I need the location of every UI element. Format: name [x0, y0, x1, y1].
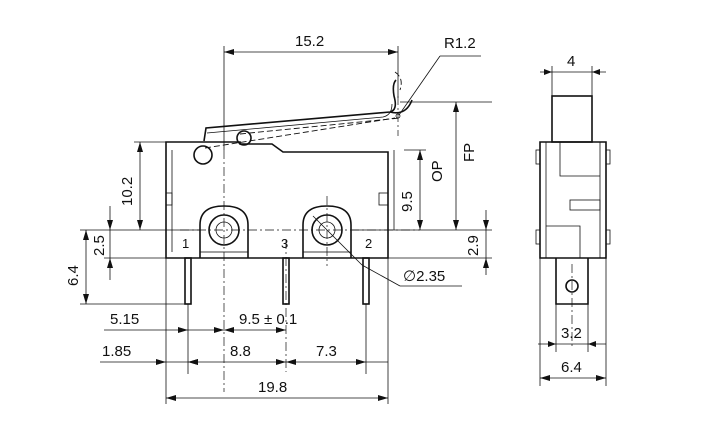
dim-top-width-label: 15.2 [295, 33, 324, 50]
dim-top-width: 15.2 [223, 33, 399, 150]
dim-radius: R1.2 [398, 35, 481, 116]
dim-29-label: 2.9 [465, 235, 482, 256]
body-tab-right [378, 192, 389, 206]
dim-64-label: 6.4 [65, 265, 82, 286]
dim-op-label: OP [429, 160, 446, 182]
dim-terminal-width-label: 3.2 [561, 325, 582, 342]
dim-88-label: 8.8 [230, 343, 251, 360]
pin-label-3: 3 [281, 236, 288, 251]
terminal-pin-1 [184, 257, 192, 305]
dim-op-fp: OP FP 2.9 9.5 [352, 101, 492, 275]
plunger-button [236, 130, 252, 146]
dim-overall-width-label: 19.8 [258, 379, 287, 396]
dim-plunger-width-label: 4 [567, 53, 575, 70]
dim-515-label: 5.15 [110, 311, 139, 328]
terminal-pin-2 [362, 257, 370, 305]
dim-hole-diameter: ∅2.35 [361, 264, 462, 287]
dim-95-label: 9.5 [399, 191, 416, 212]
body-tab-left [165, 192, 173, 206]
side-slot [569, 199, 601, 211]
lever-roller-curve [389, 99, 413, 114]
dim-left-heights: 10.2 2.5 6.4 [65, 141, 200, 305]
dim-fp-label: FP [461, 143, 478, 162]
dim-102-label: 10.2 [119, 177, 136, 206]
dim-radius-label: R1.2 [444, 35, 476, 52]
lever-operated-position [204, 117, 396, 149]
pin-label-1: 1 [182, 236, 189, 251]
side-plunger [551, 95, 593, 143]
terminal-hole-2 [302, 205, 363, 266]
center-lines [180, 96, 420, 392]
pin-label-2: 2 [365, 236, 372, 251]
lever-pivot [193, 145, 213, 165]
dim-pitch-label: 9.5 ± 0.1 [239, 311, 297, 328]
dim-hole-diameter-label: ∅2.35 [403, 268, 445, 285]
lever-free-position [239, 71, 402, 135]
front-view: 1 3 2 [165, 71, 413, 305]
dim-bottom: 5.15 9.5 ± 0.1 1.85 8.8 7.3 19.8 [100, 258, 389, 404]
lever-arm-back [206, 103, 393, 134]
lever-arm [203, 79, 397, 142]
dim-185-label: 1.85 [102, 343, 131, 360]
side-view: 4 3.2 6.4 [535, 53, 611, 386]
dim-73-label: 7.3 [316, 343, 337, 360]
dim-25-label: 2.5 [91, 235, 108, 256]
dim-body-width-label: 6.4 [561, 359, 582, 376]
